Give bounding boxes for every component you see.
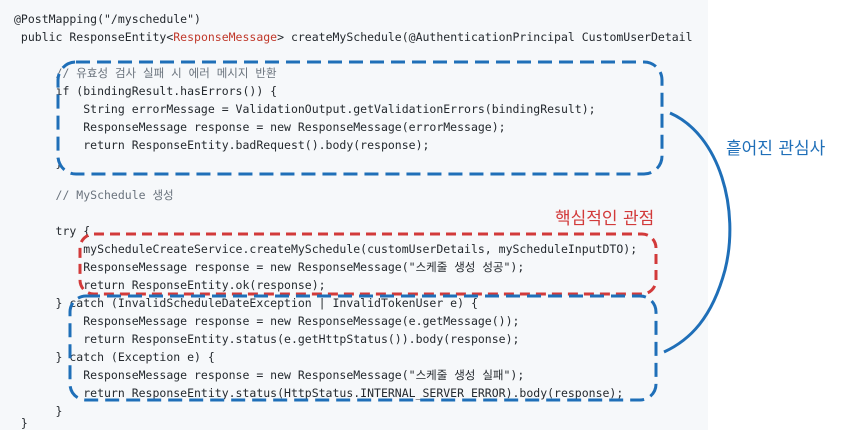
core-logic-box (78, 232, 658, 296)
generic-type: ResponseMessage (173, 30, 278, 44)
code-line-create-call: myScheduleCreateService.createMySchedule… (14, 242, 638, 256)
code-line-response-success: ResponseMessage response = new ResponseM… (14, 260, 525, 274)
code-line-response-error: ResponseMessage response = new ResponseM… (14, 120, 506, 134)
code-line-error-message: String errorMessage = ValidationOutput.g… (14, 102, 596, 116)
code-line-catch-invalid: } catch (InvalidScheduleDateException | … (14, 296, 478, 310)
code-line-response-failure: ResponseMessage response = new ResponseM… (14, 368, 525, 382)
code-line-post-mapping: @PostMapping("/myschedule") (14, 12, 201, 26)
code-line-validation-comment: // 유효성 검사 실패 시 에러 메시지 반환 (14, 66, 277, 80)
signature-prefix: public ResponseEntity< (14, 30, 174, 44)
core-concern-label: 핵심적인 관점 (555, 209, 655, 229)
code-line-return-ok: return ResponseEntity.ok(response); (14, 278, 326, 292)
validation-scattered-box (56, 60, 664, 176)
signature-suffix: > createMySchedule(@AuthenticationPrinci… (277, 30, 693, 44)
scattered-concerns-label: 흩어진 관심사 (726, 139, 826, 159)
code-line-method-signature: public ResponseEntity<ResponseMessage> c… (14, 28, 693, 46)
code-line-create-comment: // MySchedule 생성 (14, 188, 174, 202)
code-line-response-get-message: ResponseMessage response = new ResponseM… (14, 314, 520, 328)
code-line-try-close: } (14, 404, 63, 418)
code-panel: @PostMapping("/myschedule") public Respo… (14, 12, 693, 430)
code-line-bad-request: return ResponseEntity.badRequest().body(… (14, 138, 430, 152)
code-line-catch-exception: } catch (Exception e) { (14, 350, 215, 364)
catch-scattered-box (68, 294, 658, 402)
code-line-method-close: } (14, 416, 28, 430)
code-line-try: try { (14, 224, 91, 238)
code-line-return-http-status: return ResponseEntity.status(e.getHttpSt… (14, 332, 520, 346)
code-line-return-server-error: return ResponseEntity.status(HttpStatus.… (14, 386, 624, 400)
scattered-connector-curve (663, 111, 732, 354)
